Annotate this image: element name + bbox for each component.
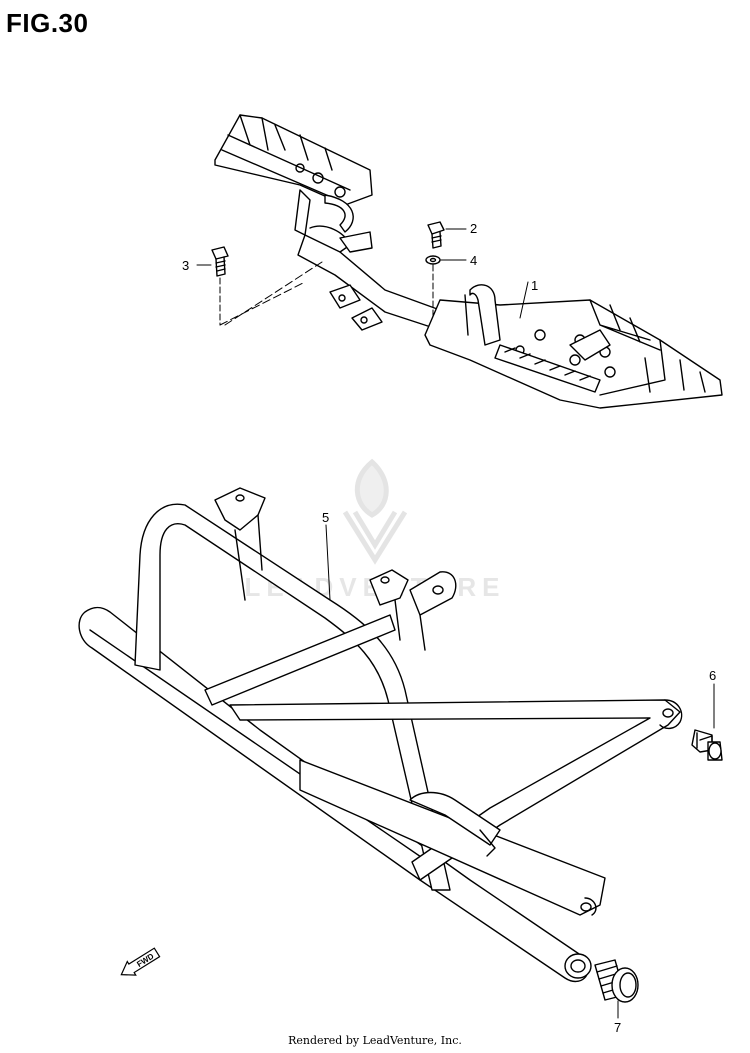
- callouts: 1 2 3 4 5 6 7: [182, 221, 716, 1035]
- callout-3: 3: [182, 258, 189, 273]
- footrest-assembly: [214, 114, 723, 409]
- fwd-arrow-icon: FWD: [120, 947, 161, 976]
- callout-6: 6: [709, 668, 716, 683]
- footer-credit: Rendered by LeadVenture, Inc.: [288, 1034, 462, 1047]
- callout-4: 4: [470, 253, 477, 268]
- bolt-2-icon: [427, 221, 445, 249]
- callout-5: 5: [322, 510, 329, 525]
- leader-1: [519, 281, 529, 319]
- callout-2: 2: [470, 221, 477, 236]
- watermark-logo-icon: [342, 458, 408, 565]
- figure-title: FIG.30: [6, 8, 89, 38]
- callout-1: 1: [531, 278, 538, 293]
- leader-3-guide-a: [219, 281, 306, 326]
- callout-7: 7: [614, 1020, 621, 1035]
- washer-4-icon: [425, 255, 441, 265]
- bolt-6-icon: [691, 729, 723, 761]
- leader-3-guide-b: [224, 261, 323, 326]
- leader-lines: [196, 228, 715, 1019]
- front-bumper-guard: [78, 487, 683, 983]
- plug-7-icon: [594, 959, 639, 1003]
- leader-5: [325, 524, 331, 601]
- bolt-3-icon: [211, 246, 229, 277]
